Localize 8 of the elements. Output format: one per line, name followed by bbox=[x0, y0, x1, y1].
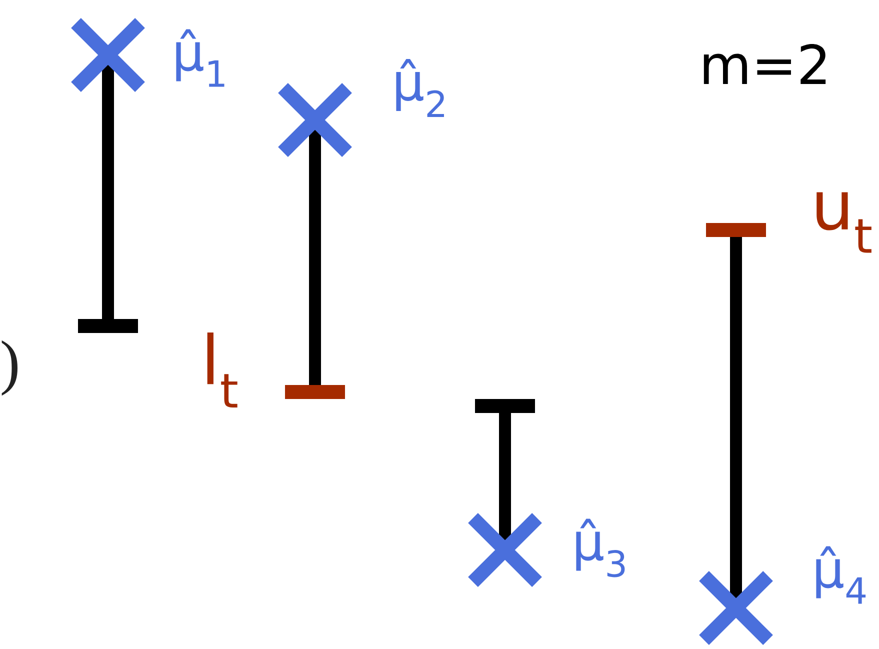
math-label: μ̂$_{3}$ bbox=[576, 518, 625, 578]
math-label: μ̂$_{2}$ bbox=[396, 59, 444, 117]
math-label: μ̂$_{4}$ bbox=[816, 546, 866, 604]
math-label: μ̂$_{1}$ bbox=[176, 29, 224, 87]
math-label: u$_{t}$ bbox=[816, 191, 872, 253]
parenthesis: ) bbox=[2, 340, 18, 396]
math-label: m=2 bbox=[704, 44, 826, 84]
math-label: l$_{t}$ bbox=[207, 332, 238, 408]
